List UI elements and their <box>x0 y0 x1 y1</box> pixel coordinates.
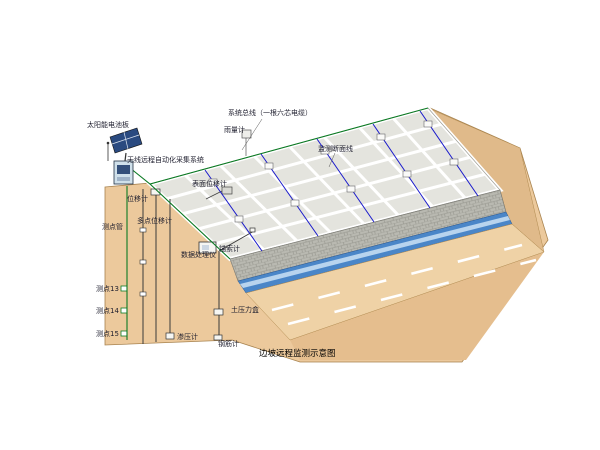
label-multipoint-displacement: 多点位移计 <box>137 217 172 225</box>
label-rain-gauge: 雨量计 <box>224 126 245 134</box>
grid-lines-descending <box>183 116 468 252</box>
multipoint-anchor <box>139 259 147 265</box>
solar-panel-icon <box>109 127 143 162</box>
multipoint-anchor <box>139 291 147 297</box>
sensor-boxes <box>208 120 459 223</box>
earth-pressure-cell-icon <box>213 308 224 316</box>
label-point-15: 测点15 <box>96 330 119 338</box>
monitoring-section-lines <box>204 110 479 252</box>
multipoint-anchor <box>139 227 147 233</box>
cables <box>126 107 479 340</box>
rebar-meter-icon <box>213 334 223 341</box>
label-monitoring-section-line: 监测断面线 <box>318 145 353 153</box>
label-surface-displacement: 表面位移计 <box>192 180 227 188</box>
label-data-processor: 数据处理仪 <box>181 251 216 259</box>
label-earth-pressure-cell: 土压力盒 <box>231 306 259 314</box>
road <box>245 223 545 341</box>
label-point-14: 测点14 <box>96 307 119 315</box>
label-rebar-meter: 钢筋计 <box>218 340 239 348</box>
diagram-caption: 边坡远程监测示意图 <box>259 349 336 359</box>
label-anchor-cable-meter: 锚索计 <box>219 245 240 253</box>
label-measuring-point-tube: 测点管 <box>102 223 123 231</box>
label-system-bus: 系统总线（一根六芯电缆） <box>228 109 312 117</box>
label-seepage-meter: 渗压计 <box>177 333 198 341</box>
label-solar-panel: 太阳能电池板 <box>87 121 129 129</box>
label-displacement-meter: 位移计 <box>127 195 148 203</box>
system-bus-cable <box>126 107 429 340</box>
label-point-13: 测点13 <box>96 285 119 293</box>
surface-displacement-icon <box>221 186 233 195</box>
ground-front-face <box>290 252 544 360</box>
point13-marker <box>120 285 128 292</box>
anchor-plate-icon <box>249 227 256 233</box>
seepage-meter-icon <box>165 332 175 340</box>
label-wireless-system: 无线远程自动化采集系统 <box>127 156 204 164</box>
rain-gauge-icon <box>241 129 252 156</box>
borehole-instruments <box>120 186 256 344</box>
road-lane-dashes-2 <box>287 258 537 326</box>
leader-lines <box>241 118 336 168</box>
point14-marker <box>120 307 128 314</box>
equipment-cabinet-icon <box>106 141 134 185</box>
point15-marker <box>120 330 128 337</box>
